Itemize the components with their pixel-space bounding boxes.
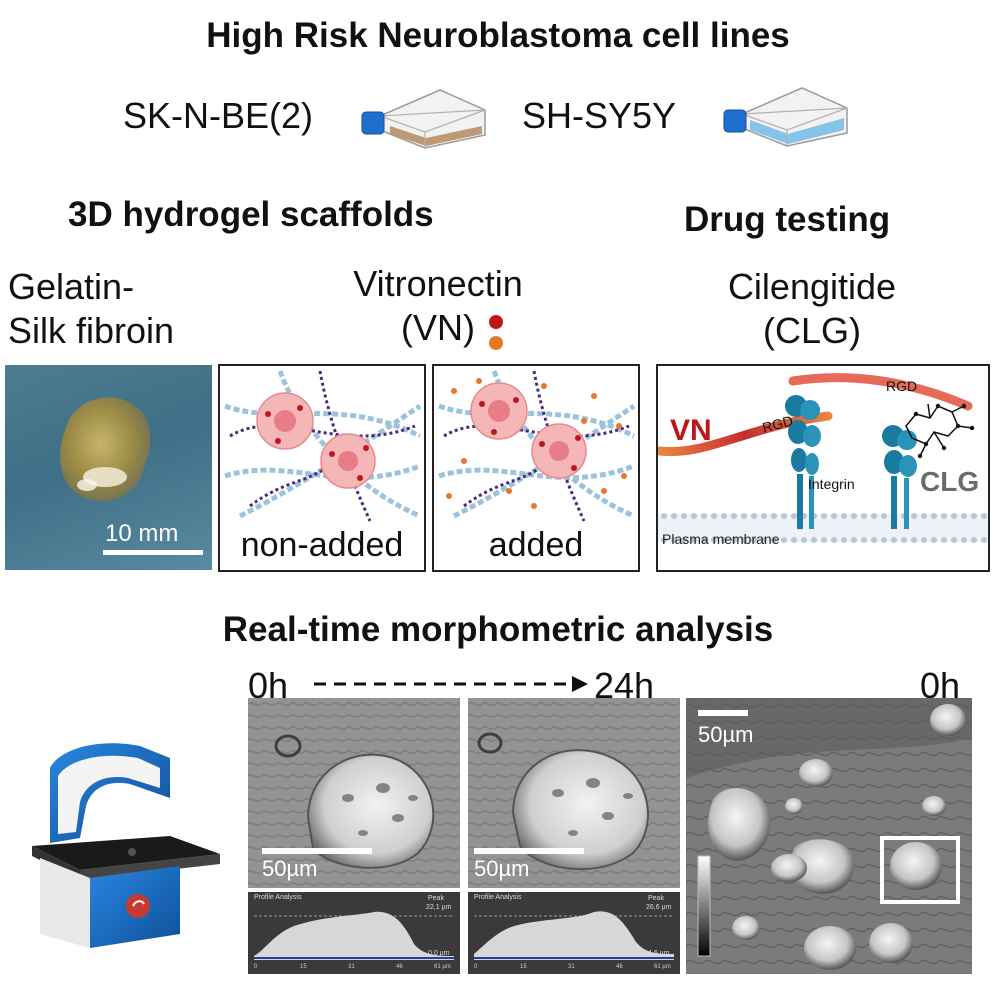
integrin-2 bbox=[882, 425, 917, 529]
photo-scale-text: 10 mm bbox=[105, 520, 179, 547]
cell-2 bbox=[320, 433, 376, 489]
profile-2-tick: 15 bbox=[520, 964, 527, 970]
drug-heading: Drug testing bbox=[684, 200, 891, 239]
vn-dots-icon bbox=[489, 315, 503, 350]
profile-2-tick: 31 bbox=[568, 964, 575, 970]
scale-text-3: 50µm bbox=[698, 722, 754, 747]
profile-1-tick: 61 µm bbox=[434, 964, 451, 970]
plasma-membrane bbox=[658, 513, 988, 543]
zoom-box bbox=[880, 836, 960, 904]
spheroids bbox=[708, 704, 966, 970]
micrograph-0h: 50µm bbox=[248, 698, 460, 888]
panel-non-added: non-added bbox=[218, 364, 426, 572]
profile-analysis-2: Profile Analysis Peak 26,6 µm 4,6 µm 0 1… bbox=[468, 892, 680, 974]
profile-1-title: Profile Analysis bbox=[254, 894, 302, 901]
hydrogel-photo: 10 mm bbox=[5, 365, 212, 570]
cell-3 bbox=[470, 382, 528, 440]
profile-1-tick: 15 bbox=[300, 964, 307, 970]
micrograph-overview: 50µm bbox=[686, 698, 972, 974]
scale-bar-1 bbox=[262, 848, 372, 854]
micrograph-24h: 50µm bbox=[468, 698, 680, 888]
micrograph-0h-image bbox=[248, 698, 460, 888]
micrograph-24h-image bbox=[468, 698, 680, 888]
cell-line-shsy5y: SH-SY5Y bbox=[522, 95, 677, 136]
panel-drug-mechanism: VN RGD RGD Integrin CLG Plasma membrane bbox=[656, 364, 990, 572]
profile-1-tick: 31 bbox=[348, 964, 355, 970]
profile-1-peak-label: Peak bbox=[428, 895, 444, 902]
vn-label: Vitronectin (VN) bbox=[353, 263, 523, 348]
scale-text-2: 50µm bbox=[474, 856, 530, 881]
vn-text: VN bbox=[670, 414, 712, 447]
main-title: High Risk Neuroblastoma cell lines bbox=[206, 16, 790, 55]
profile-2-ticks: 0 15 31 46 61 µm bbox=[474, 964, 674, 974]
flask-blue-icon bbox=[723, 87, 848, 147]
rgd-label-2: RGD bbox=[886, 378, 918, 394]
cilengitide-molecule bbox=[905, 403, 973, 457]
profile-2-base-value: 4,6 µm bbox=[648, 950, 670, 957]
profile-2-peak-label: Peak bbox=[648, 895, 664, 902]
profile-1-ticks: 0 15 31 46 61 µm bbox=[254, 964, 454, 974]
drug-name: Cilengitide (CLG) bbox=[727, 266, 897, 351]
profile-2-tick: 61 µm bbox=[654, 964, 671, 970]
photo-scale-bar bbox=[103, 550, 203, 555]
profile-analysis-1: Profile Analysis Peak 22,1 µm 0,0 µm 0 1… bbox=[248, 892, 460, 974]
profile-2-title: Profile Analysis bbox=[474, 894, 522, 901]
material-label: Gelatin- Silk fibroin bbox=[8, 266, 175, 351]
profile-1-base-value: 0,0 µm bbox=[428, 950, 450, 957]
profile-1-graph bbox=[254, 911, 454, 960]
scaffold-added-illustration bbox=[438, 370, 636, 522]
scale-bar-2 bbox=[474, 848, 584, 854]
panel-added: added bbox=[432, 364, 640, 572]
integrin-mechanism-illustration bbox=[658, 373, 988, 543]
profile-1-peak-value: 22,1 µm bbox=[426, 904, 452, 911]
cell-line-sknbe2: SK-N-BE(2) bbox=[123, 95, 314, 136]
analysis-heading: Real-time morphometric analysis bbox=[222, 610, 774, 649]
panel-added-label: added bbox=[488, 526, 584, 564]
scale-bar-3 bbox=[698, 710, 748, 716]
microscope-instrument-icon bbox=[32, 743, 220, 948]
intensity-scale bbox=[697, 855, 711, 957]
hydrogel-blob bbox=[60, 397, 151, 501]
profile-2-tick: 0 bbox=[474, 964, 478, 970]
cell-4 bbox=[531, 423, 587, 479]
profile-1-tick: 46 bbox=[396, 964, 403, 970]
profile-2-graph bbox=[474, 911, 674, 960]
membrane-label: Plasma membrane bbox=[662, 531, 780, 547]
time-arrow-icon bbox=[314, 676, 588, 692]
flask-brown-icon bbox=[361, 89, 486, 149]
integrin-1 bbox=[785, 395, 821, 529]
scaffolds-heading: 3D hydrogel scaffolds bbox=[68, 195, 434, 234]
profile-2-tick: 46 bbox=[616, 964, 623, 970]
integrin-label: Integrin bbox=[808, 476, 855, 492]
profile-1-tick: 0 bbox=[254, 964, 258, 970]
cell-1 bbox=[256, 392, 314, 450]
scale-text-1: 50µm bbox=[262, 856, 318, 881]
scaffold-non-added-illustration bbox=[224, 370, 422, 522]
panel-non-added-label: non-added bbox=[240, 526, 404, 564]
profile-2-peak-value: 26,6 µm bbox=[646, 904, 672, 911]
clg-text: CLG bbox=[920, 466, 980, 497]
micrograph-overview-image bbox=[686, 698, 972, 974]
